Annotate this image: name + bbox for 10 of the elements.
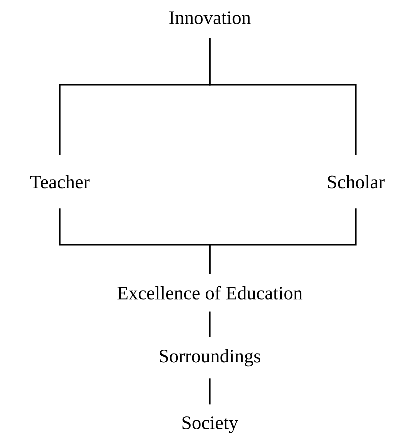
label-text: Sorroundings	[160, 349, 261, 367]
connector-line	[209, 378, 211, 405]
label-text: Teacher	[30, 175, 90, 189]
label-text: Society	[182, 416, 238, 434]
label-text: Excellence of Education	[118, 286, 303, 300]
label-text: Innovation	[170, 12, 251, 24]
connector-line	[209, 38, 357, 156]
connector-line	[209, 312, 211, 338]
connector-line	[209, 208, 357, 274]
label-text: Scholar	[328, 175, 385, 189]
